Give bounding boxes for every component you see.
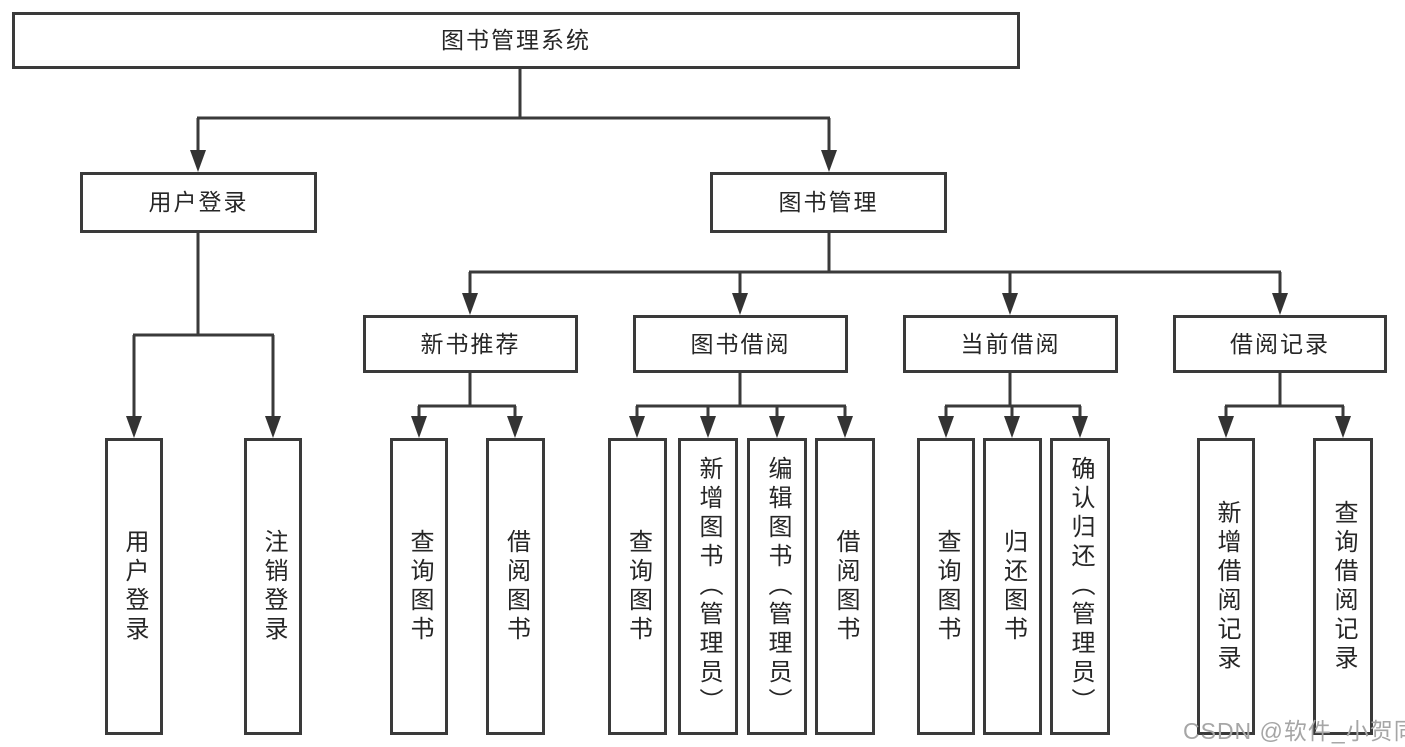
connector-book-borrow-to-leaves — [629, 373, 853, 438]
leaf-query-books-current-label: 查询图书 — [933, 528, 960, 645]
leaf-borrow-books-borrowing-label: 借阅图书 — [832, 528, 859, 645]
leaf-confirm-return-admin-label: 确认归还（管理员） — [1067, 456, 1094, 717]
leaf-add-books-admin-label: 新增图书（管理员） — [695, 456, 722, 717]
node-new-book-recommend: 新书推荐 — [363, 315, 578, 373]
leaf-user-login-label: 用户登录 — [121, 528, 148, 645]
node-book-borrowing: 图书借阅 — [633, 315, 848, 373]
node-new-book-recommend-label: 新书推荐 — [420, 330, 521, 357]
node-user-login-label: 用户登录 — [148, 189, 249, 215]
leaf-borrow-books-recommend: 借阅图书 — [486, 438, 545, 735]
node-root-label: 图书管理系统 — [441, 27, 591, 53]
connector-root-to-level2 — [190, 69, 837, 172]
connector-book-mgmt-to-level3 — [462, 233, 1288, 315]
leaf-confirm-return-admin: 确认归还（管理员） — [1050, 438, 1110, 735]
leaf-add-books-admin: 新增图书（管理员） — [678, 438, 738, 735]
connector-borrow-records-to-leaves — [1218, 373, 1351, 438]
node-user-login: 用户登录 — [80, 172, 317, 233]
leaf-query-books-borrowing-label: 查询图书 — [624, 528, 652, 645]
node-book-management-label: 图书管理 — [778, 189, 879, 215]
connector-new-books-to-leaves — [411, 373, 523, 438]
leaf-borrow-books-recommend-label: 借阅图书 — [502, 528, 530, 645]
leaf-query-borrow-record: 查询借阅记录 — [1313, 438, 1373, 735]
leaf-query-borrow-record-label: 查询借阅记录 — [1330, 499, 1357, 674]
node-borrowing-records: 借阅记录 — [1173, 315, 1387, 373]
node-current-borrowing: 当前借阅 — [903, 315, 1118, 373]
csdn-watermark: CSDN @软件_小贺同学 — [1183, 718, 1405, 744]
node-root-system: 图书管理系统 — [12, 12, 1020, 69]
leaf-add-borrow-record: 新增借阅记录 — [1197, 438, 1255, 735]
leaf-edit-books-admin: 编辑图书（管理员） — [747, 438, 807, 735]
node-book-borrowing-label: 图书借阅 — [690, 330, 791, 357]
leaf-borrow-books-borrowing: 借阅图书 — [815, 438, 875, 735]
connector-user-login-to-leaves — [126, 233, 281, 438]
leaf-query-books-borrowing: 查询图书 — [608, 438, 667, 735]
node-book-management: 图书管理 — [710, 172, 947, 233]
leaf-edit-books-admin-label: 编辑图书（管理员） — [764, 456, 791, 717]
leaf-logout: 注销登录 — [244, 438, 302, 735]
node-current-borrowing-label: 当前借阅 — [960, 330, 1061, 357]
leaf-query-books-recommend: 查询图书 — [390, 438, 448, 735]
leaf-return-books-label: 归还图书 — [999, 528, 1027, 645]
connector-current-borrow-to-leaves — [938, 373, 1088, 438]
leaf-query-books-current: 查询图书 — [917, 438, 975, 735]
leaf-logout-label: 注销登录 — [260, 528, 287, 645]
leaf-user-login: 用户登录 — [105, 438, 163, 735]
node-borrowing-records-label: 借阅记录 — [1230, 330, 1330, 357]
leaf-add-borrow-record-label: 新增借阅记录 — [1213, 499, 1240, 674]
leaf-return-books: 归还图书 — [983, 438, 1042, 735]
leaf-query-books-recommend-label: 查询图书 — [406, 528, 433, 645]
